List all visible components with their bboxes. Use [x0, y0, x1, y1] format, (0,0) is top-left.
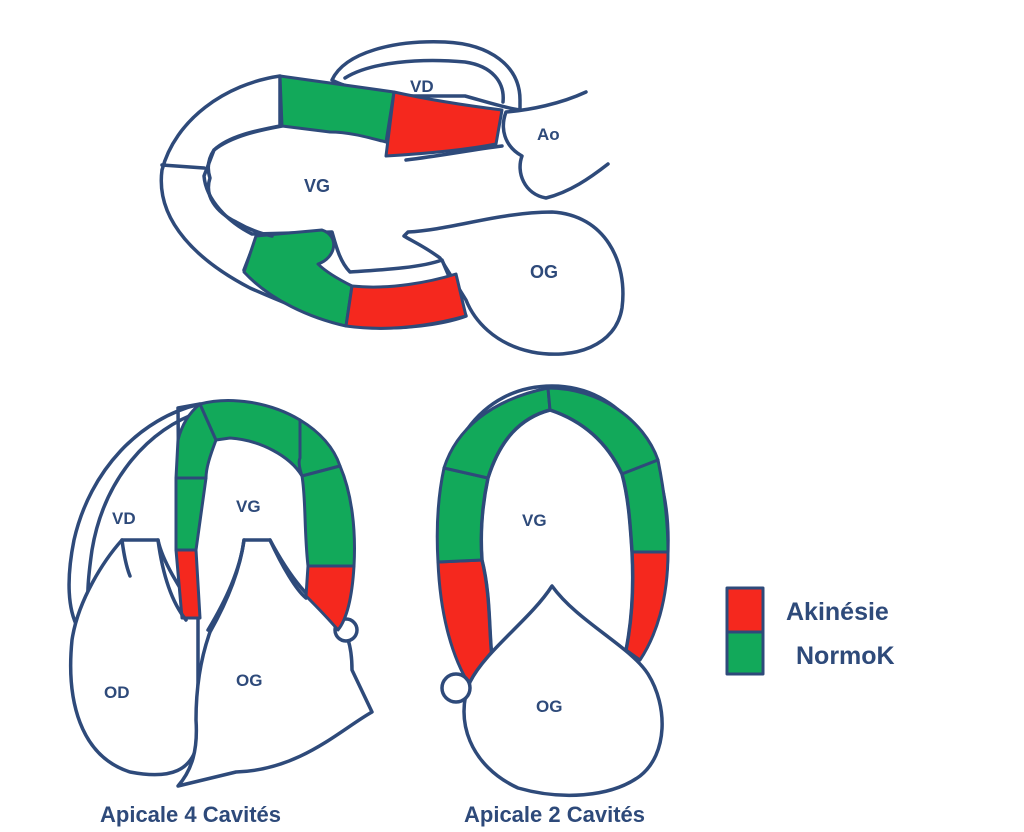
label-vg: VG — [522, 511, 547, 530]
label-og: OG — [536, 697, 562, 716]
segment-anteroseptal-mid — [278, 74, 396, 144]
legend-label-normok: NormoK — [796, 642, 895, 670]
label-og: OG — [530, 262, 558, 282]
legend-swatch-normok — [725, 630, 765, 676]
apical-4-chamber-view: VD VG OD OG Apicale 4 Cavités — [67, 399, 374, 827]
left-atrium — [462, 584, 664, 798]
apical-2-chamber-view: VG OG Apicale 2 Cavités — [435, 384, 670, 827]
segment-lateral-basal — [304, 564, 356, 632]
parasternal-long-axis-view: VD Ao VG OG — [159, 40, 625, 356]
segment-anteroseptal-basal — [384, 90, 504, 158]
legend: Akinésie NormoK — [725, 586, 895, 676]
segment-septal-mid — [174, 476, 208, 552]
label-vd: VD — [410, 77, 434, 96]
caption-a4c: Apicale 4 Cavités — [100, 802, 281, 827]
segment-inferolateral-basal — [344, 272, 468, 330]
legend-label-akinesie: Akinésie — [786, 598, 889, 626]
label-od: OD — [104, 683, 130, 702]
label-vg: VG — [236, 497, 261, 516]
label-vg: VG — [304, 176, 330, 196]
label-og: OG — [236, 671, 262, 690]
segment-inferolateral-mid — [242, 228, 354, 328]
label-ao: Ao — [537, 125, 560, 144]
legend-swatch-akinesie — [725, 586, 765, 634]
aorta — [501, 90, 610, 200]
caption-a2c: Apicale 2 Cavités — [464, 802, 645, 827]
segment-apex — [198, 399, 304, 478]
label-vd: VD — [112, 509, 136, 528]
segment-lateral-mid — [300, 464, 356, 568]
